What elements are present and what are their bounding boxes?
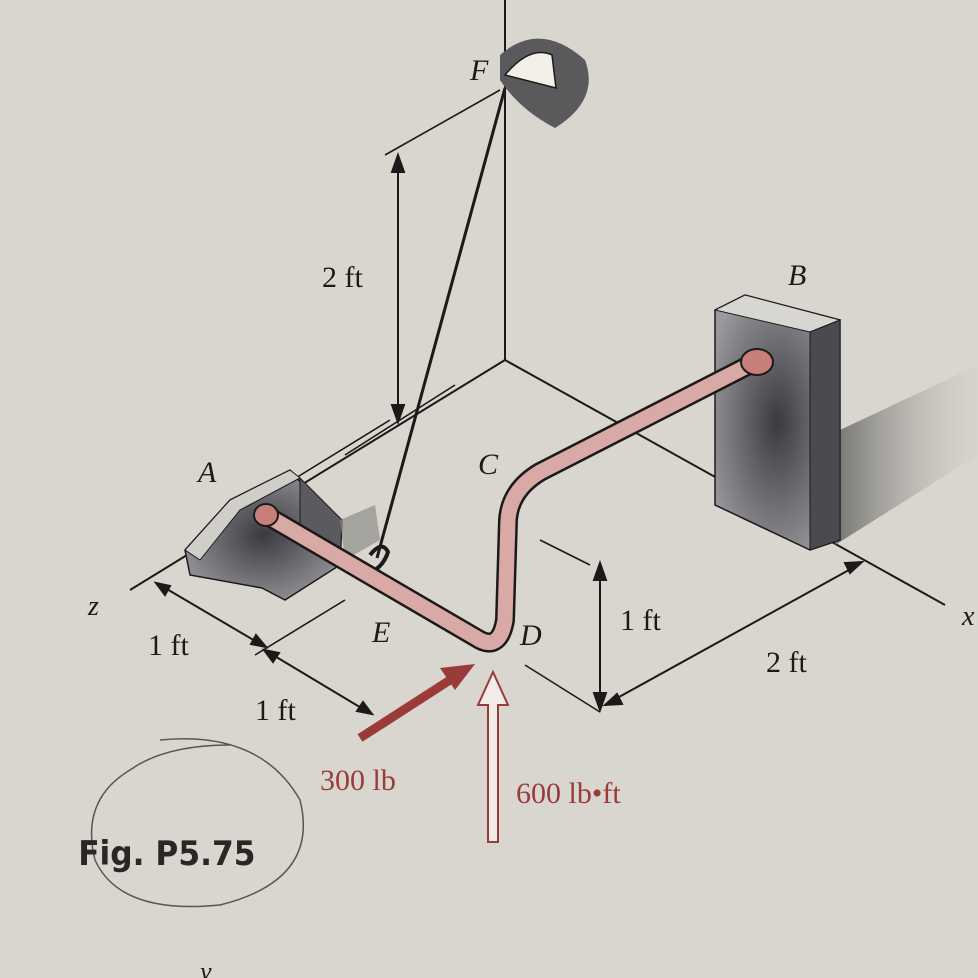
label-d: D	[519, 619, 542, 652]
reference-lines	[254, 89, 601, 713]
cable-fe	[375, 87, 507, 559]
dimension-height-1ft	[592, 559, 608, 714]
support-b	[713, 294, 842, 551]
force-arrow-300lb	[357, 664, 475, 742]
dim-label-z-upper: 1 ft	[148, 629, 189, 662]
dimension-z-lower	[261, 648, 375, 716]
dim-label-z-lower: 1 ft	[255, 694, 296, 727]
bent-pipe	[253, 348, 774, 653]
wall-b-shadow	[835, 365, 978, 545]
dim-label-x-2ft: 2 ft	[766, 646, 807, 679]
cable-hook	[368, 544, 391, 574]
label-axis-z: z	[87, 591, 99, 622]
label-e: E	[371, 616, 390, 649]
label-axis-x: x	[961, 601, 975, 632]
couple-arrow-600lbft	[476, 669, 510, 843]
figure-caption: Fig. P5.75	[78, 834, 255, 874]
dimension-vertical-2ft	[390, 151, 406, 426]
support-a-shadow	[340, 505, 380, 560]
label-b: B	[788, 259, 806, 292]
label-axis-y: y	[197, 957, 212, 978]
dimension-x-2ft	[602, 560, 865, 707]
force-label: 300 lb	[320, 764, 396, 797]
dimension-z-upper	[153, 581, 269, 649]
label-a: A	[196, 456, 217, 489]
support-f	[500, 38, 589, 128]
dim-label-vertical-2ft: 2 ft	[322, 261, 363, 294]
label-f: F	[469, 54, 489, 87]
dim-label-height-1ft: 1 ft	[620, 604, 661, 637]
couple-label: 600 lb•ft	[516, 777, 621, 810]
handwritten-circle	[90, 738, 305, 908]
label-c: C	[478, 448, 499, 481]
